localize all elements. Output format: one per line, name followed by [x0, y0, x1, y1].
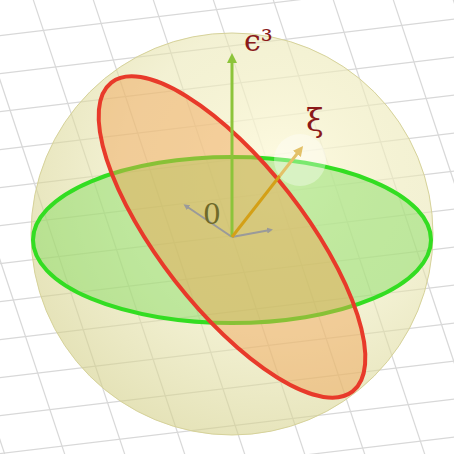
tilted-circle [55, 38, 410, 436]
highlight [274, 134, 326, 186]
grid-line [0, 434, 454, 454]
grid-line [0, 0, 454, 38]
vector-label: ϵ³ [244, 26, 273, 56]
vector-label: ξ [306, 104, 324, 136]
grid-line [440, 0, 454, 454]
grid-line [0, 0, 20, 454]
origin-label: 0 [203, 201, 221, 229]
vector-epsilon [231, 58, 234, 237]
sphere [31, 33, 433, 435]
